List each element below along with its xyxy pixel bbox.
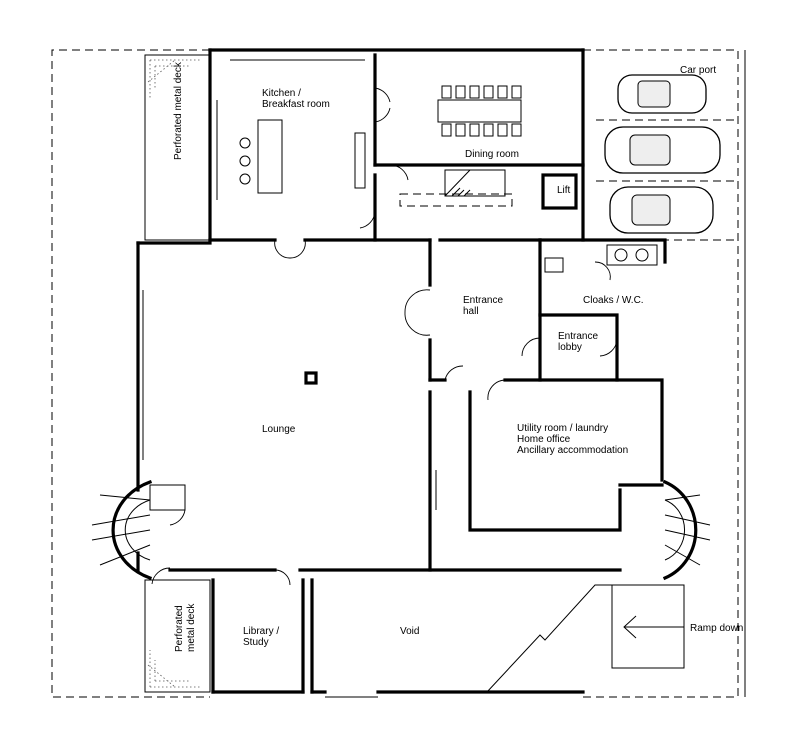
stair-left bbox=[91, 479, 186, 581]
cloaks-wc-label: Cloaks / W.C. bbox=[583, 295, 644, 306]
entrance-stair bbox=[399, 169, 513, 207]
kitchen-fittings bbox=[230, 59, 366, 194]
lift bbox=[541, 173, 578, 210]
lounge-details bbox=[142, 100, 437, 698]
utility-label-3: Ancillary accommodation bbox=[517, 445, 628, 456]
room-labels: Kitchen / Breakfast room Dining room Car… bbox=[243, 65, 743, 648]
kitchen-label-2: Breakfast room bbox=[262, 99, 330, 110]
metal-deck-bottom: Perforated metal deck bbox=[144, 579, 211, 693]
kitchen-label-1: Kitchen / bbox=[262, 88, 301, 99]
utility-label-2: Home office bbox=[517, 434, 571, 445]
stair-right bbox=[662, 479, 711, 581]
void-area bbox=[486, 584, 612, 693]
car-1 bbox=[617, 74, 707, 114]
entrance-hall-label-2: hall bbox=[463, 306, 479, 317]
doors bbox=[151, 87, 618, 586]
entrance-lobby-label-2: lobby bbox=[558, 342, 582, 353]
dining-chairs bbox=[441, 85, 522, 137]
metal-deck-bottom-label-1: Perforated bbox=[174, 605, 185, 652]
site-boundary bbox=[51, 49, 746, 698]
dining-room-label: Dining room bbox=[465, 149, 519, 160]
void-label: Void bbox=[400, 626, 419, 637]
library-label-1: Library / bbox=[243, 626, 279, 637]
walls bbox=[136, 48, 667, 694]
library-label-2: Study bbox=[243, 637, 269, 648]
dining-table bbox=[437, 85, 522, 137]
car-3 bbox=[609, 186, 714, 234]
wc-fittings bbox=[544, 244, 658, 273]
car-port-label: Car port bbox=[680, 65, 716, 76]
ramp-down bbox=[611, 584, 685, 669]
utility-label-1: Utility room / laundry bbox=[517, 423, 608, 434]
car-2 bbox=[604, 126, 721, 174]
lift-label: Lift bbox=[557, 185, 571, 196]
entrance-hall-label-1: Entrance bbox=[463, 295, 503, 306]
lounge-label: Lounge bbox=[262, 424, 296, 435]
ramp-down-label: Ramp down bbox=[690, 623, 743, 634]
metal-deck-bottom-label-2: metal deck bbox=[186, 603, 197, 652]
metal-deck-top-label: Perforated metal deck bbox=[173, 61, 184, 160]
metal-deck-top: Perforated metal deck bbox=[144, 54, 211, 241]
entrance-lobby-label-1: Entrance bbox=[558, 331, 598, 342]
